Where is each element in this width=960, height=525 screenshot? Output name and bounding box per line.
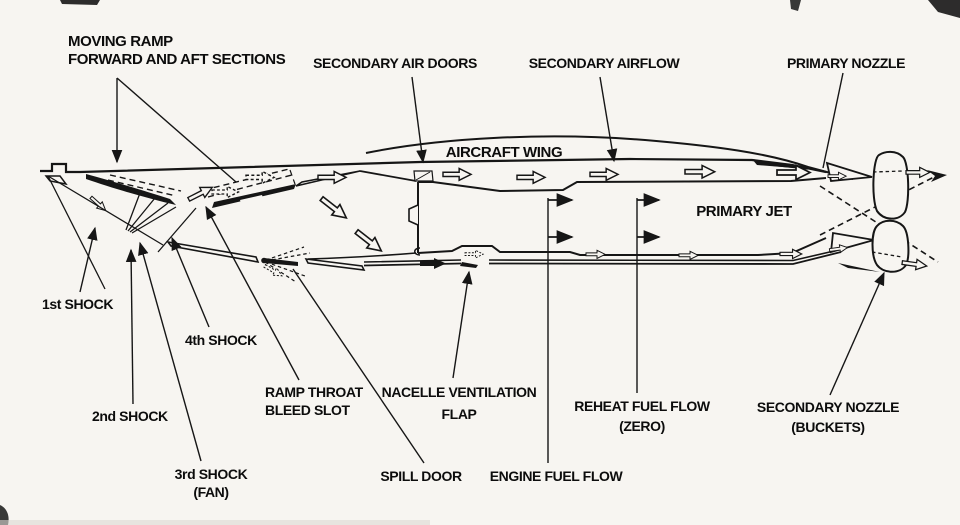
- label-nacelle-ventilation-line1: NACELLE VENTILATION: [382, 384, 537, 400]
- moving-ramp-aft: [212, 184, 296, 208]
- label-secondary-airflow: SECONDARY AIRFLOW: [529, 55, 681, 71]
- label-primary-jet: PRIMARY JET: [696, 203, 792, 220]
- label-aircraft-wing: AIRCRAFT WING: [446, 144, 562, 161]
- engine-top-line: [418, 177, 827, 193]
- secondary-nozzle-bucket-upper: [872, 150, 910, 220]
- lower-cowl-lip: [166, 240, 260, 264]
- shock-line-4: [157, 207, 197, 253]
- label-moving-ramp-line1: MOVING RAMP: [68, 33, 173, 50]
- nacelle-bottom-inner: [363, 250, 835, 263]
- flow-arrows: [87, 164, 931, 280]
- label-reheat-fuel-flow-line1: REHEAT FUEL FLOW: [574, 398, 711, 414]
- nacelle-top-line: [40, 157, 827, 174]
- label-1st-shock: 1st SHOCK: [42, 296, 113, 312]
- nacelle-ventilation-flap-open: [460, 262, 478, 268]
- spill-door-open-dashed: [264, 246, 311, 283]
- label-3rd-shock-line2: (FAN): [193, 484, 228, 500]
- labels: MOVING RAMP FORWARD AND AFT SECTIONS SEC…: [42, 33, 905, 500]
- label-moving-ramp-line2: FORWARD AND AFT SECTIONS: [68, 51, 286, 68]
- lower-cowl-aft: [304, 258, 366, 271]
- moving-ramp-forward: [86, 174, 176, 205]
- shock-line-1: [47, 175, 106, 290]
- label-spill-door: SPILL DOOR: [380, 468, 462, 484]
- engine: [363, 170, 842, 268]
- bleed-slot-flow-arrow: [185, 181, 216, 206]
- engine-spinner: [408, 204, 419, 226]
- label-engine-fuel-flow: ENGINE FUEL FLOW: [490, 468, 624, 484]
- exit-arrow-top: [905, 166, 931, 179]
- primary-nozzle-upper-flap: [825, 161, 873, 182]
- label-reheat-fuel-flow-line2: (ZERO): [619, 418, 665, 434]
- label-nacelle-ventilation-line2: FLAP: [442, 406, 477, 422]
- label-ramp-throat-line2: BLEED SLOT: [265, 402, 351, 418]
- engine-fuel-flow-leader: [547, 193, 574, 463]
- label-4th-shock: 4th SHOCK: [185, 332, 257, 348]
- label-secondary-nozzle-line1: SECONDARY NOZZLE: [757, 399, 899, 415]
- engine-bottom-line: [417, 237, 827, 256]
- label-2nd-shock: 2nd SHOCK: [92, 408, 168, 424]
- shock-lines: [47, 175, 197, 290]
- lower-duct-solid-arrow: [420, 258, 446, 269]
- nozzle-and-buckets: [819, 150, 947, 273]
- ventilation-flow-arrow: [464, 249, 484, 259]
- label-primary-nozzle: PRIMARY NOZZLE: [787, 55, 905, 71]
- label-secondary-nozzle-line2: (BUCKETS): [791, 419, 864, 435]
- leader-lines: [79, 72, 885, 464]
- reheat-fuel-flow-leader: [636, 193, 661, 393]
- label-ramp-throat-line1: RAMP THROAT: [265, 384, 364, 400]
- shock-fan-lines: [125, 192, 177, 234]
- label-3rd-shock-line1: 3rd SHOCK: [175, 466, 248, 482]
- label-secondary-air-doors: SECONDARY AIR DOORS: [313, 55, 477, 71]
